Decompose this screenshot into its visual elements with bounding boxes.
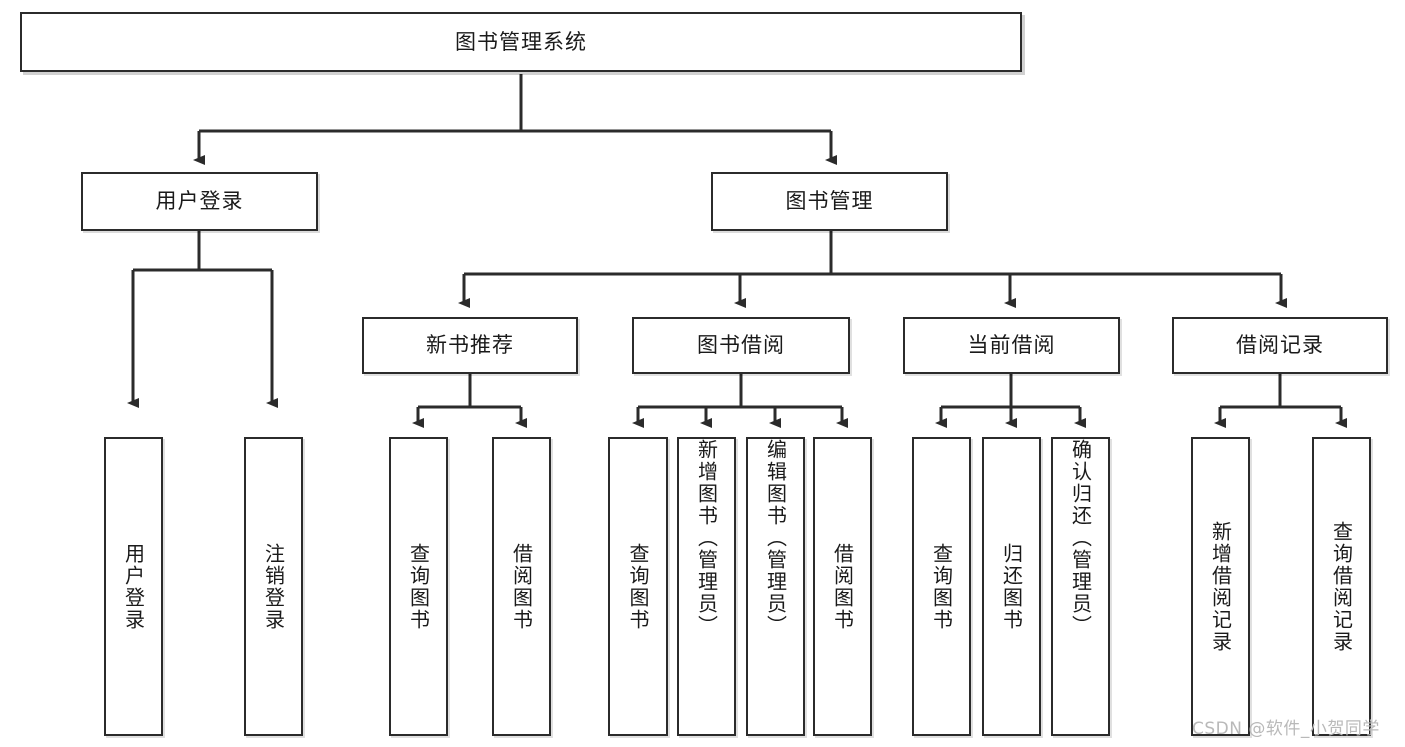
node-label: 图书借阅 — [697, 333, 785, 358]
leaf-inner: 查询图书 — [610, 439, 666, 734]
leaf-edit-book-admin[interactable]: 编辑图书（管理员） — [746, 437, 805, 736]
node-label: 查询借阅记录 — [1329, 520, 1354, 653]
leaf-inner: 查询借阅记录 — [1314, 439, 1369, 734]
leaf-inner: 注销登录 — [246, 439, 301, 734]
leaf-add-book-admin[interactable]: 新增图书（管理员） — [677, 437, 736, 736]
node-user-login[interactable]: 用户登录 — [81, 172, 318, 231]
leaf-query-book-current[interactable]: 查询图书 — [912, 437, 971, 736]
leaf-inner: 查询图书 — [391, 439, 446, 734]
node-label: 新增图书（管理员） — [694, 439, 719, 637]
leaf-inner: 新增图书（管理员） — [679, 439, 734, 734]
leaf-inner: 编辑图书（管理员） — [748, 439, 803, 734]
node-label: 借阅记录 — [1236, 333, 1324, 358]
node-label: 图书管理 — [785, 189, 874, 214]
node-label: 图书管理系统 — [455, 29, 587, 54]
leaf-inner: 确认归还（管理员） — [1053, 439, 1108, 734]
leaf-query-borrow-record[interactable]: 查询借阅记录 — [1312, 437, 1371, 736]
node-label: 借阅图书 — [509, 542, 534, 631]
node-label: 查询图书 — [929, 542, 954, 631]
leaf-inner: 借阅图书 — [815, 439, 870, 734]
node-label: 当前借阅 — [967, 333, 1056, 358]
node-label: 用户登录 — [121, 542, 146, 631]
leaf-inner: 新增借阅记录 — [1193, 439, 1248, 734]
node-label: 用户登录 — [155, 189, 244, 214]
node-label: 编辑图书（管理员） — [763, 439, 788, 637]
leaf-query-book-borrow[interactable]: 查询图书 — [608, 437, 668, 736]
node-book-borrow[interactable]: 图书借阅 — [632, 317, 850, 374]
leaf-query-book-recommend[interactable]: 查询图书 — [389, 437, 448, 736]
node-label: 确认归还（管理员） — [1068, 439, 1093, 637]
node-label: 新书推荐 — [426, 333, 514, 358]
leaf-inner: 用户登录 — [106, 439, 161, 734]
node-label: 注销登录 — [261, 542, 286, 631]
node-new-book-recommend[interactable]: 新书推荐 — [362, 317, 578, 374]
node-label: 借阅图书 — [830, 542, 855, 631]
leaf-borrow-book-recommend[interactable]: 借阅图书 — [492, 437, 551, 736]
leaf-add-borrow-record[interactable]: 新增借阅记录 — [1191, 437, 1250, 736]
node-book-management[interactable]: 图书管理 — [711, 172, 948, 231]
node-label: 查询图书 — [406, 542, 431, 631]
node-borrow-record[interactable]: 借阅记录 — [1172, 317, 1388, 374]
leaf-user-login[interactable]: 用户登录 — [104, 437, 163, 736]
node-current-borrow[interactable]: 当前借阅 — [903, 317, 1120, 374]
leaf-inner: 查询图书 — [914, 439, 969, 734]
node-label: 查询图书 — [626, 542, 650, 631]
leaf-confirm-return-admin[interactable]: 确认归还（管理员） — [1051, 437, 1110, 736]
leaf-return-book[interactable]: 归还图书 — [982, 437, 1041, 736]
leaf-inner: 借阅图书 — [494, 439, 549, 734]
leaf-inner: 归还图书 — [984, 439, 1039, 734]
node-label: 归还图书 — [999, 542, 1024, 631]
leaf-logout-login[interactable]: 注销登录 — [244, 437, 303, 736]
leaf-borrow-book[interactable]: 借阅图书 — [813, 437, 872, 736]
node-label: 新增借阅记录 — [1208, 520, 1233, 653]
node-book-management-system[interactable]: 图书管理系统 — [20, 12, 1022, 72]
